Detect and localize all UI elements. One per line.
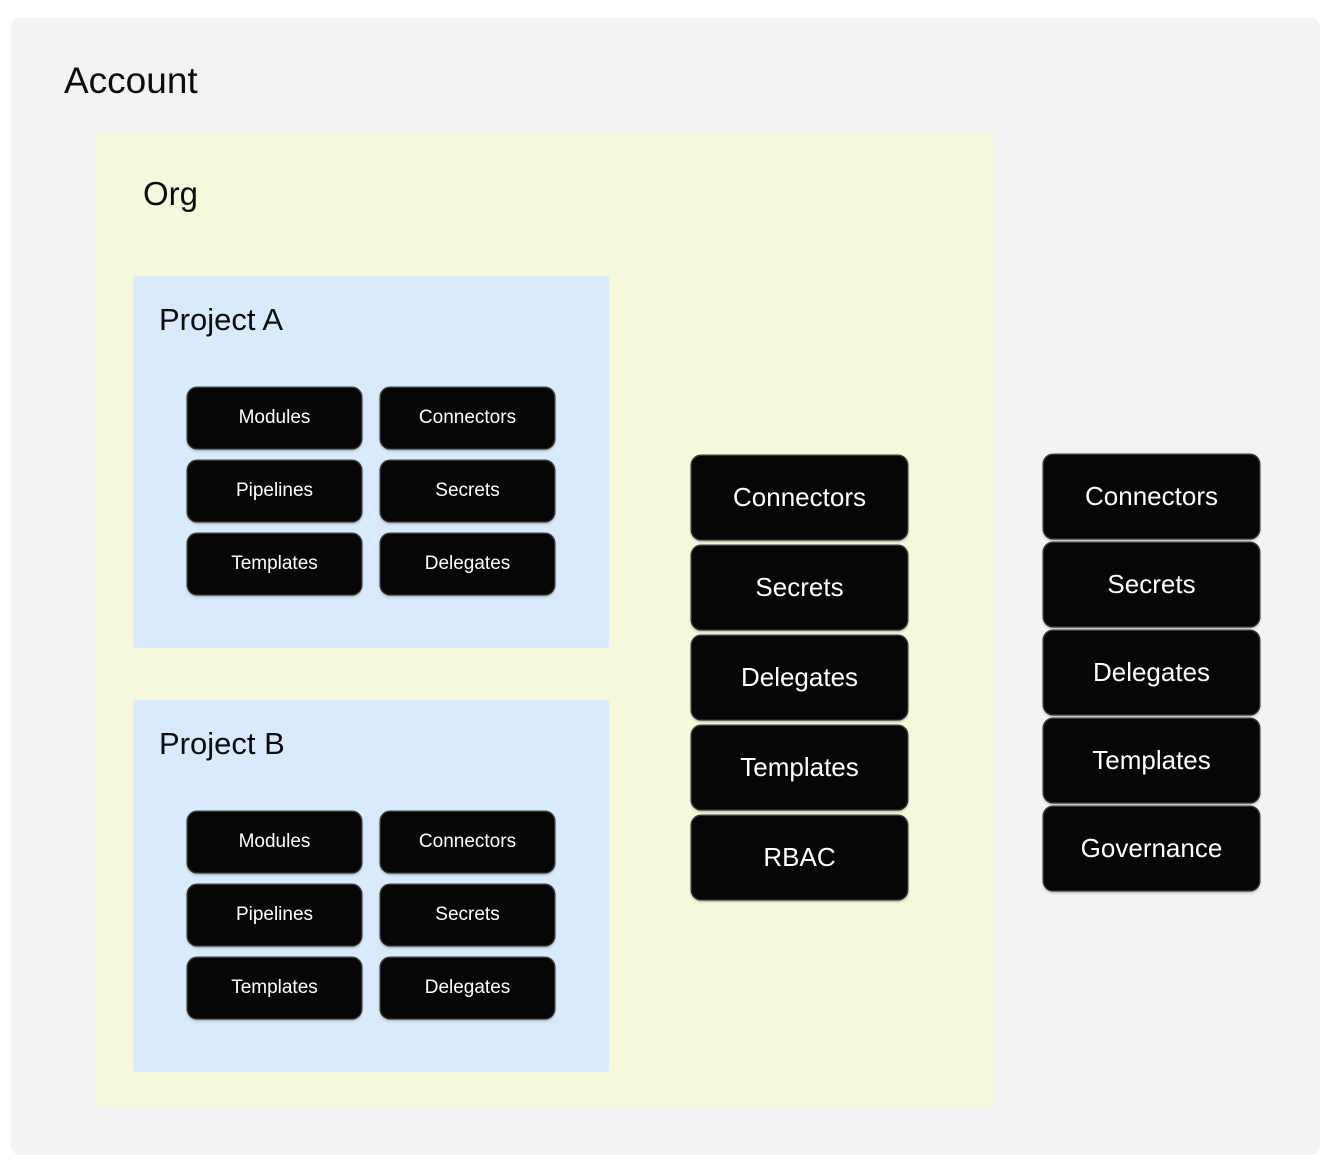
org-item-delegates[interactable]: Delegates: [692, 636, 907, 719]
project-b-item-delegates[interactable]: Delegates: [381, 958, 554, 1018]
project-b-label: Project B: [159, 726, 285, 761]
project-b-item-grid: Modules Connectors Pipelines Secrets Tem…: [188, 812, 554, 1018]
org-scope-label: Org: [143, 175, 199, 212]
account-scope-label: Account: [64, 60, 198, 101]
org-item-rbac[interactable]: RBAC: [692, 816, 907, 899]
project-b-item-modules[interactable]: Modules: [188, 812, 361, 872]
project-a-item-delegates[interactable]: Delegates: [381, 534, 554, 594]
org-item-connectors[interactable]: Connectors: [692, 456, 907, 539]
account-item-governance[interactable]: Governance: [1044, 807, 1259, 890]
account-item-secrets[interactable]: Secrets: [1044, 543, 1259, 626]
account-item-templates[interactable]: Templates: [1044, 719, 1259, 802]
project-a-item-modules[interactable]: Modules: [188, 388, 361, 448]
org-scope-panel: Org Project A Modules Connectors Pipelin…: [96, 131, 994, 1108]
project-a-item-secrets[interactable]: Secrets: [381, 461, 554, 521]
project-b-item-templates[interactable]: Templates: [188, 958, 361, 1018]
project-b-item-connectors[interactable]: Connectors: [381, 812, 554, 872]
project-a-item-templates[interactable]: Templates: [188, 534, 361, 594]
project-b-item-pipelines[interactable]: Pipelines: [188, 885, 361, 945]
org-item-secrets[interactable]: Secrets: [692, 546, 907, 629]
account-scope-item-list: Connectors Secrets Delegates Templates G…: [1044, 455, 1259, 890]
project-a-panel: Project A Modules Connectors Pipelines S…: [133, 276, 609, 648]
project-b-item-secrets[interactable]: Secrets: [381, 885, 554, 945]
account-scope-panel: Account Org Project A Modules Connectors…: [11, 18, 1320, 1155]
project-a-item-grid: Modules Connectors Pipelines Secrets Tem…: [188, 388, 554, 594]
org-scope-item-list: Connectors Secrets Delegates Templates R…: [692, 456, 907, 899]
org-item-templates[interactable]: Templates: [692, 726, 907, 809]
account-item-delegates[interactable]: Delegates: [1044, 631, 1259, 714]
project-a-label: Project A: [159, 302, 284, 337]
project-a-item-pipelines[interactable]: Pipelines: [188, 461, 361, 521]
project-a-item-connectors[interactable]: Connectors: [381, 388, 554, 448]
account-item-connectors[interactable]: Connectors: [1044, 455, 1259, 538]
project-b-panel: Project B Modules Connectors Pipelines S…: [133, 700, 609, 1072]
